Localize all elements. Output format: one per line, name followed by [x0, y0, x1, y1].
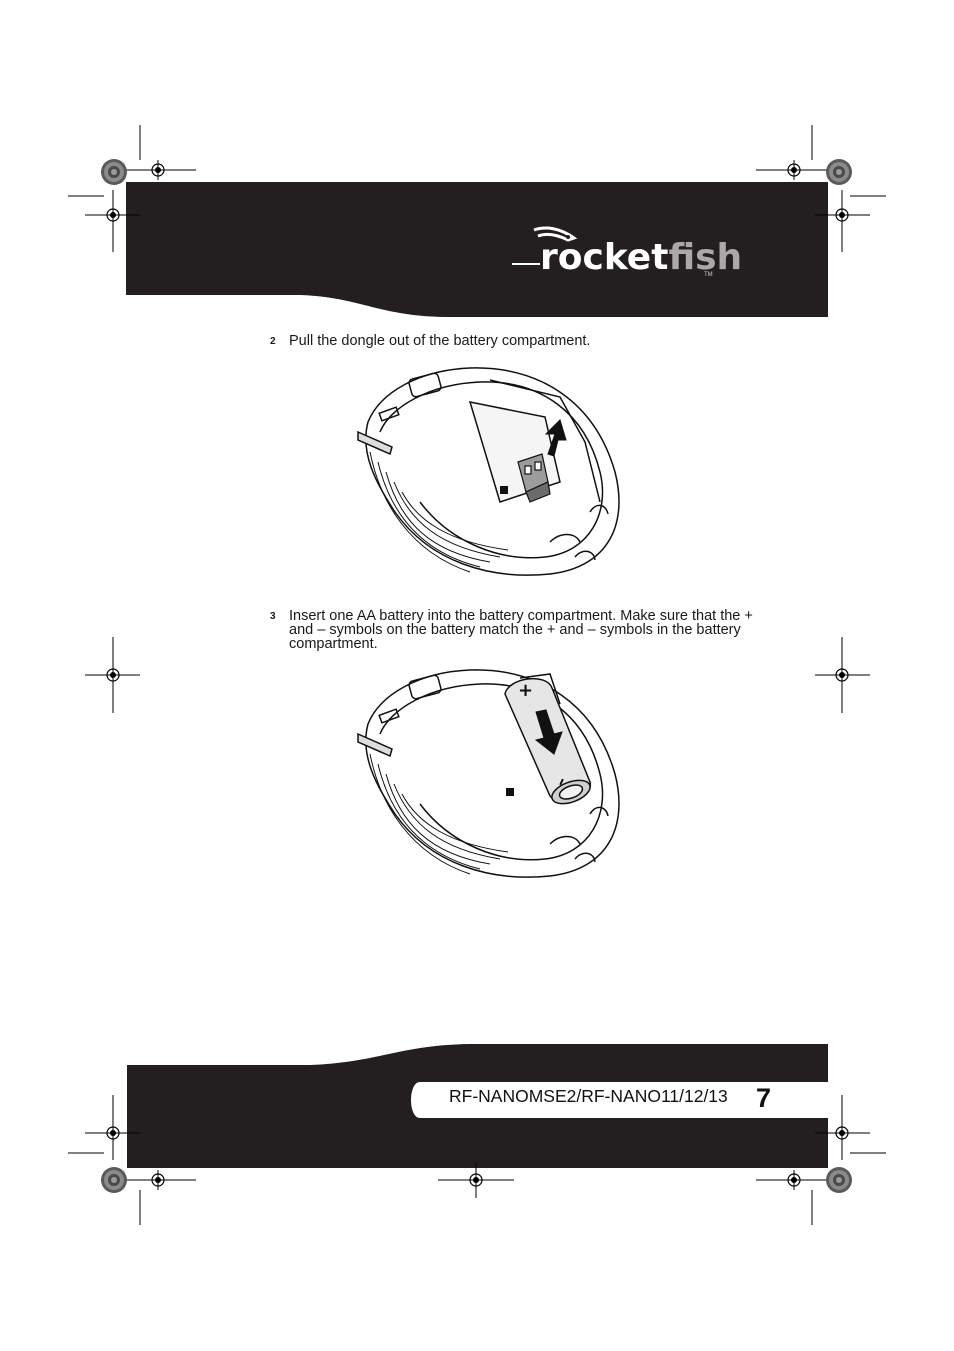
logo-main-text: rocket: [540, 237, 669, 278]
logo-trademark: TM: [704, 272, 713, 278]
model-number-label: RF-NANOMSE2/RF-NANO11/12/13: [449, 1086, 728, 1106]
battery-plus-symbol: +: [518, 680, 533, 701]
mouse-battery-illustration: + –: [357, 669, 620, 878]
step-number: 2: [270, 336, 276, 347]
step-text: Pull the dongle out of the battery compa…: [289, 333, 591, 349]
logo-accent-text: fish: [668, 237, 743, 278]
mouse-dongle-illustration: [357, 367, 620, 576]
logo-swoosh-icon: [512, 226, 578, 265]
step-number: 3: [270, 611, 276, 622]
step-text: Insert one AA battery into the battery c…: [289, 608, 753, 652]
logo-wordmark: rocketfish: [540, 240, 742, 276]
page-number: 7: [756, 1083, 772, 1113]
